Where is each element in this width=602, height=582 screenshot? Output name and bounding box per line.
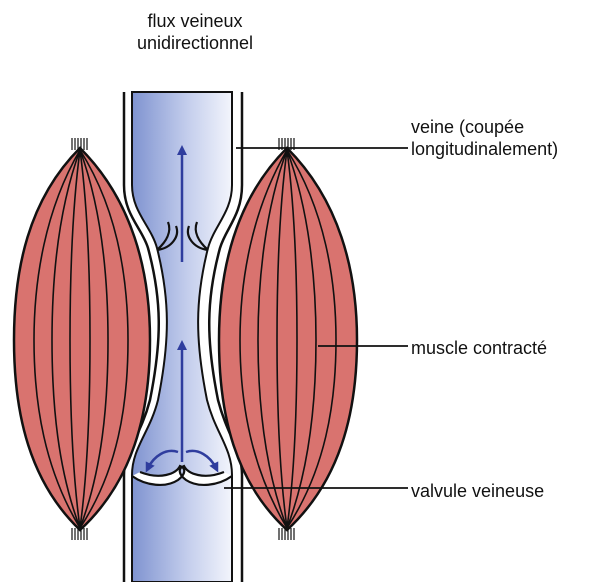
label-muscle-contracte: muscle contracté (411, 337, 547, 359)
label-veine-line1: veine (coupée (411, 116, 558, 138)
label-veine-line2: longitudinalement) (411, 138, 558, 160)
label-valvule-veineuse: valvule veineuse (411, 480, 544, 502)
label-flux-line2: unidirectionnel (110, 32, 280, 54)
label-veine: veine (coupée longitudinalement) (411, 116, 558, 160)
label-flux-veineux: flux veineux unidirectionnel (110, 10, 280, 54)
left-muscle (14, 138, 150, 540)
label-flux-line1: flux veineux (110, 10, 280, 32)
